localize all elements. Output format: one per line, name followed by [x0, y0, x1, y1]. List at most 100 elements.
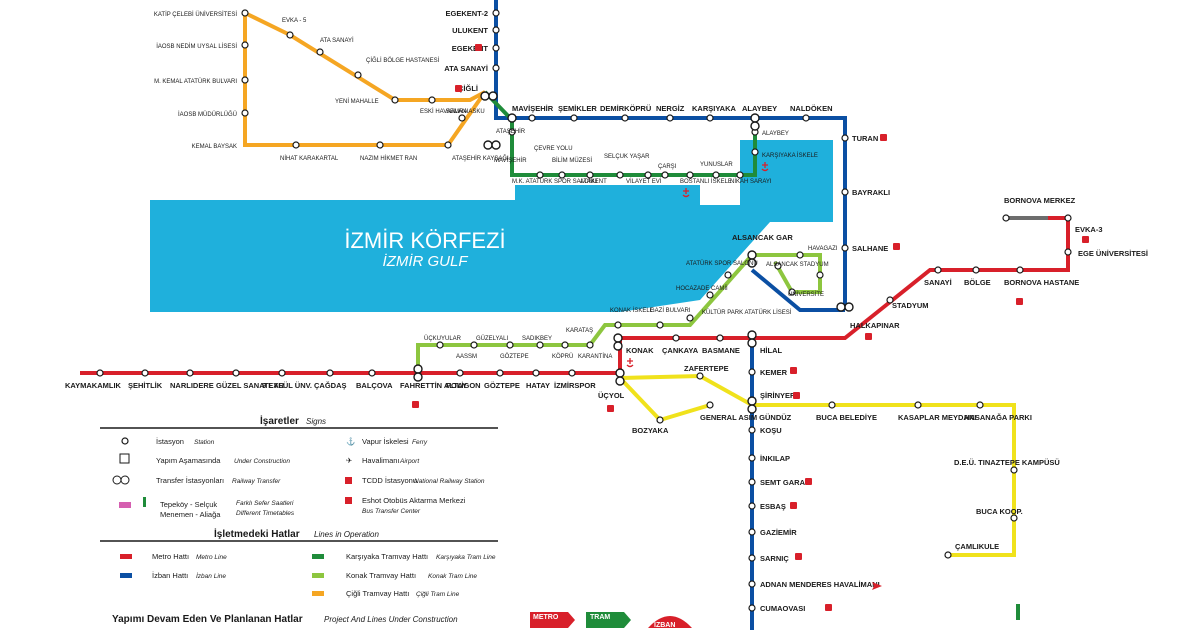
station-label: ŞEMİKLER: [558, 104, 597, 113]
station-label: M.K. ATATÜRK SPOR SALONU: [512, 178, 597, 185]
station-label: ÇİĞLİ BÖLGE HASTANESİ: [366, 57, 440, 64]
legend-cigli-line-en: Çiğli Tram Line: [416, 591, 460, 598]
station-label: POLİGON: [446, 381, 481, 390]
station-label: CUMAOVASI: [760, 604, 805, 613]
station-label: NARLIDERE: [170, 381, 214, 390]
station-label: ÇAMLIKULE: [955, 542, 999, 551]
station-label: NALDÖKEN: [790, 104, 833, 113]
station-label: KARŞIYAKA İSKELE: [762, 152, 818, 159]
station-label: GAZİEMİR: [760, 528, 797, 537]
bus-icon: [412, 44, 1089, 611]
station-label: YUNUSLAR: [700, 162, 733, 168]
airplane-icon: ✈: [346, 456, 353, 465]
legend-metro-line: Metro Hattı: [152, 552, 189, 561]
legend: İşaretler Signs İstasyon Station Yapım A…: [100, 414, 498, 625]
station-label: GÖZTEPE: [500, 353, 529, 360]
metro-logo-text: METRO: [533, 614, 559, 621]
station-label: BASMANE: [702, 346, 740, 355]
legend-eshot: Eshot Otobüs Aktarma Merkezi: [362, 496, 466, 505]
station-label: BOZYAKA: [632, 426, 669, 435]
station-label: KAYMAKAMLIK: [65, 381, 122, 390]
station-label: ADNAN MENDERES HAVALİMANI: [760, 580, 880, 589]
station-label: NİHAT KARAKARTAL: [280, 155, 339, 162]
station-label: GAZİ BULVARI: [650, 307, 691, 314]
station-label: KATİP ÇELEBİ ÜNİVERSİTESİ: [154, 11, 237, 18]
station-label: KONAK: [626, 346, 654, 355]
station-label: İAOSB NEDİM UYSAL LİSESİ: [156, 43, 237, 50]
gulf-subtitle: İZMİR GULF: [383, 253, 469, 270]
legend-station-en: Station: [194, 439, 215, 446]
station-label: KEMER: [760, 368, 788, 377]
legend-diff-times: Farklı Sefer Saatleri: [236, 500, 294, 507]
legend-transfer-en: Railway Transfer: [232, 478, 281, 485]
station-label: NERGİZ: [656, 104, 685, 113]
anchor-icon: ⚓: [346, 437, 355, 446]
ferry-icon: [626, 162, 769, 368]
station-label: KASAPLAR MEYDANI: [898, 413, 976, 422]
station-label: ÇANKAYA: [662, 346, 699, 355]
transfer-stations: [413, 91, 854, 414]
train-icon: [345, 477, 352, 484]
station-label: STADYUM: [892, 301, 929, 310]
station-label: ÜÇKUYULAR: [424, 335, 462, 342]
tram-logo: TRAM: [586, 612, 631, 628]
station-label: NİKAH SARAYI: [730, 178, 772, 185]
station-label: D.E.Ü. TINAZTEPE KAMPÜSÜ: [954, 458, 1060, 467]
station-label: KARATAŞ: [566, 328, 593, 334]
station-label: AASSM: [456, 354, 477, 360]
station-label: MAVİŞEHİR: [512, 104, 554, 113]
station-label: SELÇUK YAŞAR: [604, 154, 650, 160]
legend-metro-swatch: [120, 554, 132, 559]
station-label: GÜZELYALI: [476, 335, 508, 342]
station-label: EGEKENT-2: [445, 9, 488, 18]
station-label: SALHANE: [852, 244, 888, 253]
station-label: EVKA-3: [1075, 225, 1103, 234]
station-label: ALSANCAK GAR: [732, 233, 793, 242]
station-label: BUCA BELEDİYE: [816, 413, 877, 422]
station-label: HATAY: [526, 381, 550, 390]
legend-izban-line-en: İzban Line: [196, 572, 226, 580]
legend-ferry-en: Ferry: [412, 439, 428, 446]
airport-icon: [872, 582, 882, 590]
legend-cigli-line: Çiğli Tramvay Hattı: [346, 589, 409, 598]
station-label: SEMT GARAJI: [760, 478, 811, 487]
station-label: ATAKENT: [580, 179, 607, 185]
legend-transfer: Transfer İstasyonları: [156, 476, 224, 485]
station-label: FAHRETTİN ALTAY: [400, 381, 467, 390]
station-label: KARANTİNA: [578, 353, 612, 360]
legend-karsiyaka-line-en: Karşıyaka Tram Line: [436, 554, 496, 561]
station-label: SANAYİ: [924, 278, 952, 287]
station-label: GÖZTEPE: [484, 381, 520, 390]
station-label: HALKAPINAR: [850, 321, 900, 330]
station-label: ÇİĞLİ: [458, 84, 478, 93]
station-label: BAYRAKLI: [852, 188, 890, 197]
station-label: HİLAL: [760, 346, 782, 355]
station-label: GÜZEL SANATLAR: [216, 381, 285, 390]
station-label: GENERAL ASIM GÜNDÜZ: [700, 413, 792, 422]
station-label: İNKILAP: [760, 454, 790, 463]
legend-signs-title: İşaretler: [260, 414, 299, 427]
station-dots: [96, 9, 1072, 612]
legend-tepekoy: Tepeköy - Selçuk: [160, 500, 217, 509]
station-label: KARŞIYAKA: [692, 104, 736, 113]
legend-airport-en: Airport: [399, 458, 420, 465]
station-label: EGEKENT: [452, 44, 489, 53]
station-label: ÇARŞI: [658, 164, 677, 170]
legend-izban-line: İzban Hattı: [152, 571, 188, 580]
metro-logo: METRO: [530, 612, 575, 628]
station-label: ALSANCAK STADYUM: [766, 262, 829, 268]
station-label: ATAŞEHİR KAYŞAĞI: [452, 155, 509, 162]
station-label: HAVAGAZI: [808, 246, 838, 252]
izban-logo: İZBAN: [648, 616, 692, 629]
legend-eshot-en: Bus Transfer Center: [362, 508, 421, 515]
karsiyaka-tram-line: [483, 90, 757, 177]
station-label: HOCAZADE CAMİİ: [676, 285, 728, 292]
station-label: NAZIM HİKMET RAN: [360, 155, 417, 162]
legend-tcdd-en: National Railway Station: [414, 478, 485, 485]
legend-station: İstasyon: [156, 437, 184, 446]
bus-icon: [345, 497, 352, 504]
legend-airport: Havalimanı: [362, 456, 400, 465]
tram-logo-text: TRAM: [590, 614, 610, 621]
izban-logo-text: İZBAN: [654, 621, 675, 629]
